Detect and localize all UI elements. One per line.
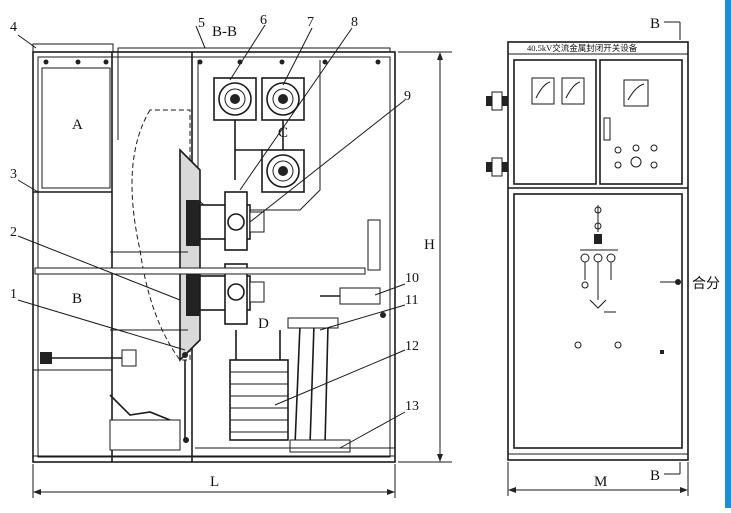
operating-mechanism — [40, 349, 189, 451]
mimic-diagram — [580, 205, 618, 313]
callout-9: 9 — [404, 89, 411, 104]
door-latch — [660, 350, 664, 354]
dimension-h — [398, 51, 452, 463]
section-title: B-B — [212, 24, 237, 40]
front-cabinet-outline — [507, 41, 689, 461]
breaker-swing-arc — [131, 109, 191, 361]
busbar-rail — [34, 267, 366, 275]
control-buttons — [614, 144, 658, 169]
section-view — [32, 43, 396, 463]
meter-left — [531, 77, 555, 105]
callout-10: 10 — [405, 271, 419, 286]
upper-contact-assembly — [186, 191, 265, 251]
top-bolts — [43, 59, 381, 65]
dimension-label-m: M — [594, 474, 607, 490]
front-lower-door — [513, 193, 683, 449]
front-panel-left — [513, 59, 597, 185]
door-knob-left — [574, 341, 582, 349]
compartment-label-d: D — [258, 316, 269, 332]
callout-8: 8 — [351, 15, 358, 30]
busbar-insulator-top-right — [261, 77, 305, 121]
section-mark-top — [664, 21, 681, 40]
cable-terminations — [287, 317, 351, 453]
dimension-l — [32, 464, 396, 498]
compartment-label-a: A — [72, 117, 83, 133]
callout-12: 12 — [405, 339, 419, 354]
roof-strip — [117, 47, 391, 53]
callout-1: 1 — [10, 287, 17, 302]
front-handle-top — [486, 91, 508, 111]
callout-13: 13 — [405, 399, 419, 414]
cabinet-inner-outline — [37, 56, 391, 458]
callout-2: 2 — [10, 225, 17, 240]
section-mark-top-label: B — [650, 16, 660, 32]
breaker-panel — [179, 148, 201, 362]
callout-7: 7 — [307, 15, 314, 30]
front-panel-right — [599, 59, 683, 185]
compartment-a-box — [41, 67, 111, 189]
dimension-label-l: L — [210, 474, 219, 490]
compartment-label-c: C — [278, 125, 288, 141]
compartment-label-b: B — [72, 291, 82, 307]
dimension-m — [507, 462, 689, 496]
lower-contact-assembly — [186, 263, 265, 325]
earthing-switch — [320, 219, 386, 318]
meter-middle — [561, 77, 585, 105]
callout-5: 5 — [198, 16, 205, 31]
edge-accent-bar — [725, 0, 731, 508]
current-transformer-stack — [229, 330, 289, 441]
callout-4: 4 — [10, 20, 17, 35]
front-view — [486, 41, 689, 461]
door-knob-right — [614, 341, 622, 349]
callout-11: 11 — [405, 293, 418, 308]
roof-plate — [32, 43, 114, 53]
meter-right — [623, 79, 649, 107]
nameplate-text: 40.5kV交流金属封闭开关设备 — [527, 43, 638, 53]
indicator-bar — [603, 117, 611, 141]
section-mark-bottom — [664, 462, 681, 475]
dimension-label-h: H — [424, 237, 435, 253]
switch-label: 合分 — [692, 276, 720, 292]
callout-3: 3 — [10, 167, 17, 182]
callout-6: 6 — [260, 13, 267, 28]
section-mark-bottom-label: B — [650, 468, 660, 484]
busbar-insulator-top-left — [213, 77, 257, 121]
callout-leaders — [17, 24, 406, 449]
front-handle-mid — [486, 157, 508, 177]
busbar-insulator-lower — [261, 149, 305, 193]
